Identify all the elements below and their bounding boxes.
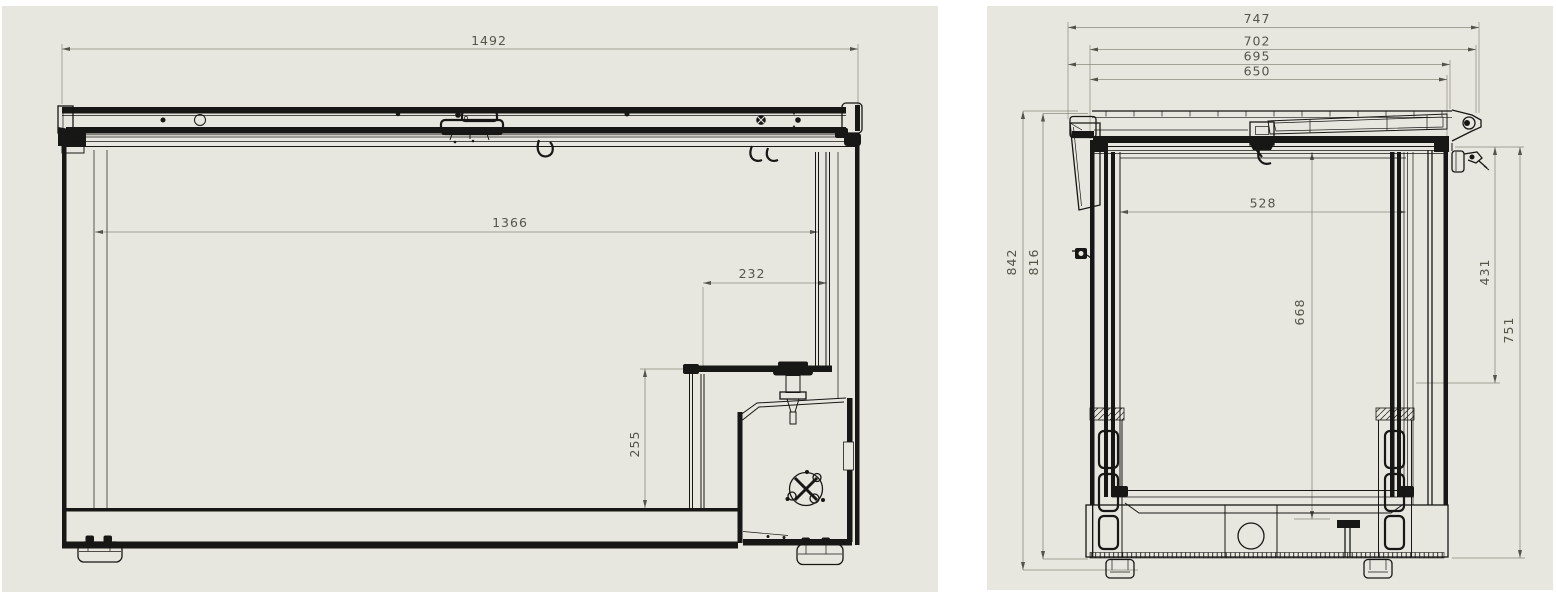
side-body (1090, 140, 1448, 514)
front-view-dimensions: 1492 1366 232 255 (61, 33, 859, 509)
drain-standpipe (689, 374, 705, 508)
front-cabinet (62, 133, 860, 549)
side-view-dimensions: 747 702 695 650 528 668 842 816 431 (1004, 11, 1525, 571)
front-standpipe-height-dim: 255 (627, 431, 642, 458)
side-control-panel (1069, 122, 1101, 211)
side-depth-with-panel-dim: 695 (1244, 49, 1271, 64)
side-left-foot (1105, 558, 1135, 579)
side-lid (1069, 109, 1482, 165)
front-view: 1492 1366 232 255 (57, 33, 863, 566)
side-right-foot (1363, 558, 1393, 579)
side-body-height-dim: 816 (1026, 249, 1041, 276)
front-compressor-compartment (737, 397, 854, 546)
front-view-sheet (2, 6, 938, 592)
base-serrated-edge (1089, 552, 1445, 559)
front-feet (77, 535, 844, 566)
left-grille (1089, 407, 1125, 557)
side-upper-back-height-dim: 431 (1477, 259, 1492, 286)
lid-hinge-nose (1451, 109, 1482, 142)
front-gasket (62, 136, 858, 162)
side-hinge-bracket (1451, 143, 1490, 173)
lid-glass-panel (1267, 113, 1448, 135)
lid-screw-holes (160, 110, 801, 130)
side-interior-height-dim: 668 (1292, 299, 1307, 326)
left-foot (77, 535, 123, 563)
drain-assembly (773, 361, 813, 425)
side-back-panel-height-dim: 751 (1501, 317, 1516, 344)
right-foot (796, 537, 844, 566)
hinge-hook-icon (536, 139, 554, 158)
hinge-hook-icon (749, 145, 763, 162)
hinge-hook-icon (765, 147, 779, 162)
side-view: 747 702 695 650 528 668 842 816 431 (1004, 11, 1525, 579)
side-view-sheet (987, 6, 1553, 590)
front-overall-width-dim: 1492 (471, 33, 507, 48)
side-lid-depth-dim: 702 (1244, 34, 1271, 49)
side-grilles (1089, 407, 1415, 557)
side-overall-height-dim: 842 (1004, 249, 1019, 276)
side-interior-depth-dim: 528 (1250, 196, 1277, 211)
front-pipe-offset-dim: 232 (739, 266, 766, 281)
front-interior-width-dim: 1366 (492, 215, 528, 230)
side-feet (1105, 558, 1393, 579)
compressor-icon (785, 470, 825, 507)
lid-rib-ticks (1105, 111, 1443, 117)
side-overall-depth-dim: 747 (1244, 11, 1271, 26)
side-body-depth-dim: 650 (1244, 64, 1271, 79)
evaporator-bracket (697, 365, 832, 372)
base-vent-hole (1237, 522, 1265, 550)
side-base (1085, 504, 1449, 559)
right-grille (1375, 407, 1415, 557)
